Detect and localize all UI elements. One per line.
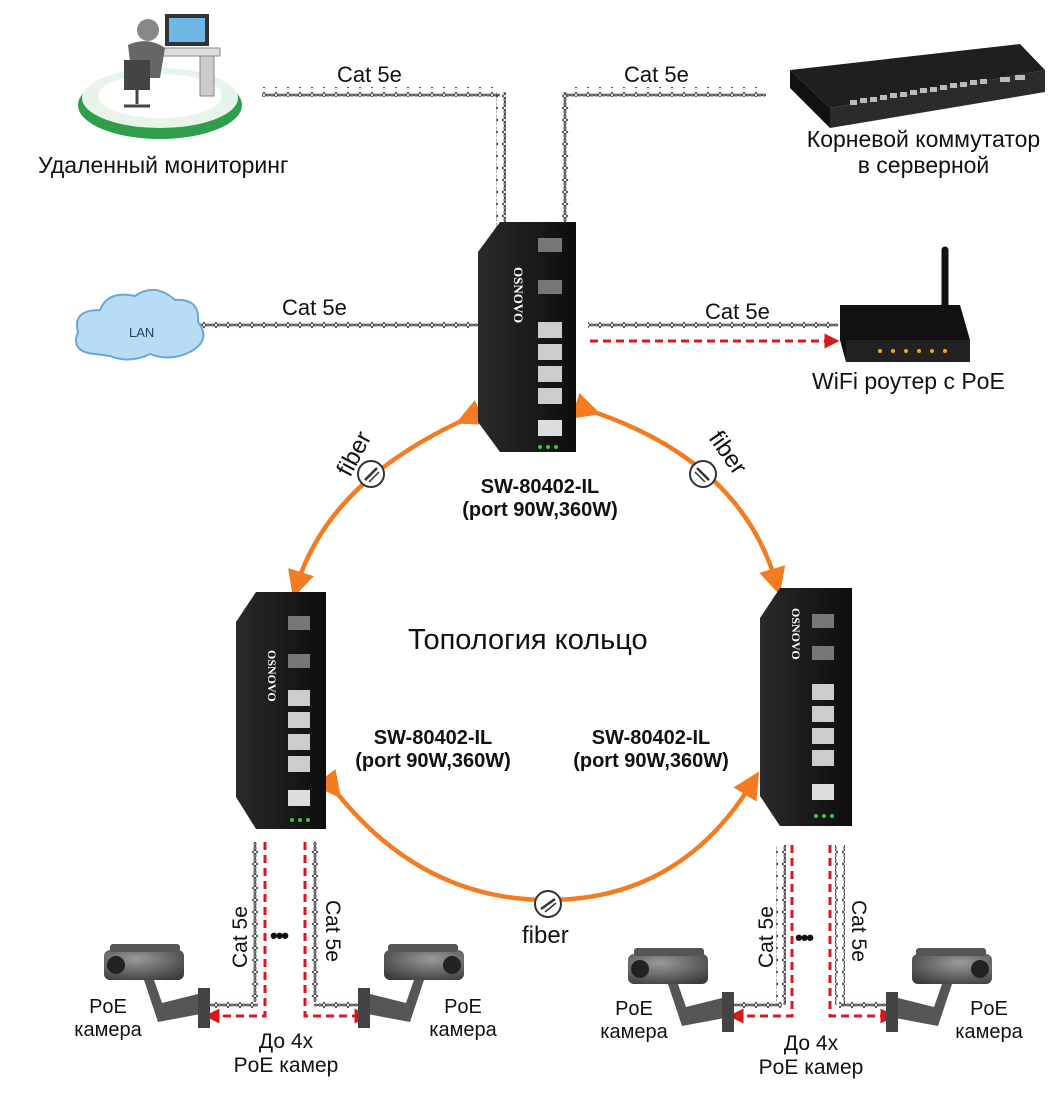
cable-remote-monitoring [262, 87, 506, 227]
right-switch-label: SW-80402-IL (port 90W,360W) [573, 727, 729, 772]
poe-camera-label-2: PoE камера [429, 996, 497, 1041]
poe-arrow-right-2 [828, 845, 896, 1024]
cat-label-lan: Cat 5e [282, 295, 347, 320]
cctv-camera-icon [358, 944, 464, 1028]
cable-right-cam-2 [828, 845, 896, 1024]
dots-right: ••• [795, 925, 814, 950]
poe-camera-label-1: PoE камера [74, 996, 142, 1041]
switch-top: OSNOVO [478, 222, 576, 452]
cat-label-right-1: Cat 5e [755, 906, 778, 968]
cloud-icon [75, 289, 205, 361]
fiber-label-bottom: fiber [522, 922, 569, 949]
fiber-link-left [288, 400, 486, 598]
cat-label-left-2: Cat 5e [321, 900, 344, 962]
cable-root-switch [562, 87, 766, 227]
cable-left-cam-2 [303, 842, 370, 1024]
cctv-camera-icon [104, 944, 210, 1028]
rack-switch-icon [790, 44, 1045, 128]
cat-label-top-left: Cat 5e [337, 62, 402, 87]
fiber-connector-icon [357, 460, 385, 488]
cat-label-left-1: Cat 5e [229, 906, 252, 968]
cat-label-wifi: Cat 5e [705, 299, 770, 324]
cable-wifi [588, 321, 840, 349]
workstation-icon [78, 14, 242, 139]
up-to-label-right: До 4х PoE камер [758, 1032, 864, 1080]
fiber-link-bottom [314, 769, 760, 903]
cable-right-cam-1 [728, 845, 794, 1024]
wifi-router-label: WiFi роутер с PoE [812, 368, 1005, 394]
fiber-connector-icon [689, 460, 717, 488]
root-switch-label: Корневой коммутатор в серверной [806, 126, 1041, 179]
brand-logo: OSNOVO [511, 267, 526, 323]
cat-label-right-2: Cat 5e [847, 900, 870, 962]
up-to-label-left: До 4х PoE камер [233, 1030, 339, 1078]
poe-arrow-left-1 [204, 842, 267, 1024]
remote-monitoring-label: Удаленный мониторинг [38, 152, 289, 178]
top-switch-label: SW-80402-IL (port 90W,360W) [462, 476, 618, 521]
router-icon [840, 246, 970, 362]
fiber-connector-icon [534, 890, 562, 918]
cctv-camera-icon [628, 948, 734, 1032]
lan-label: LAN [129, 325, 154, 340]
left-switch-label: SW-80402-IL (port 90W,360W) [355, 727, 511, 772]
cable-lan [200, 321, 480, 331]
poe-camera-label-3: PoE камера [600, 998, 668, 1043]
poe-camera-label-4: PoE камера [955, 998, 1023, 1043]
brand-logo: OSNOVO [265, 650, 279, 702]
cat-label-top-right: Cat 5e [624, 62, 689, 87]
brand-logo: OSNOVO [789, 608, 803, 660]
cable-left-cam-1 [204, 842, 267, 1024]
switch-right: OSNOVO [760, 588, 852, 826]
switch-left: OSNOVO [236, 592, 326, 829]
cctv-camera-icon [886, 948, 992, 1032]
poe-arrow-left-2 [303, 842, 370, 1024]
dots-left: ••• [270, 923, 289, 948]
poe-arrow-right-1 [728, 845, 794, 1024]
topology-title: Топология кольцо [408, 624, 648, 656]
